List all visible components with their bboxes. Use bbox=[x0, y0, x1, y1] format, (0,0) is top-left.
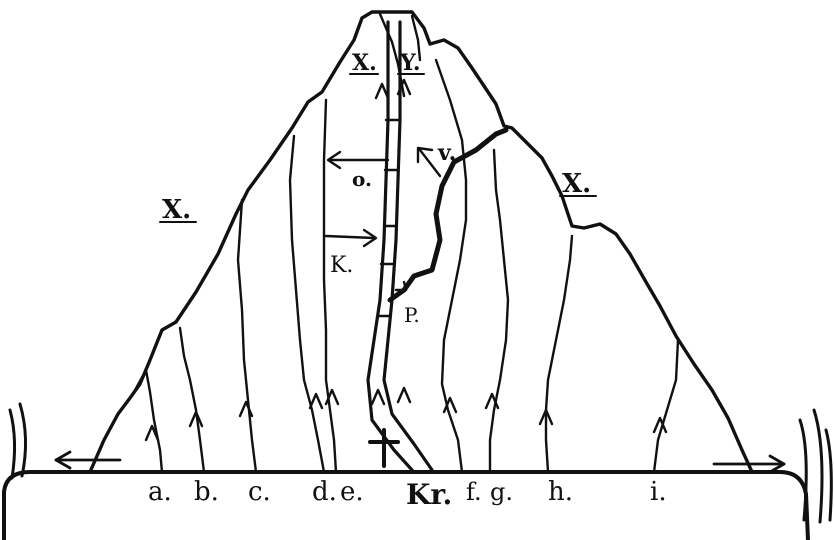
lineage-i bbox=[652, 338, 680, 474]
ground-line bbox=[2, 470, 810, 540]
outer-silhouette bbox=[88, 10, 754, 474]
label-v: v. bbox=[437, 140, 456, 166]
arrow-k-line bbox=[324, 234, 376, 240]
label-kr: Kr. bbox=[406, 478, 452, 511]
inner-ridge-right bbox=[410, 14, 422, 62]
arrow-v-line bbox=[418, 148, 442, 178]
label-d: d. bbox=[312, 477, 337, 507]
branch-pv bbox=[387, 127, 509, 303]
label-a: a. bbox=[148, 477, 172, 507]
label-k: K. bbox=[330, 253, 353, 278]
right-boundary-mark bbox=[798, 408, 833, 524]
label-i: i. bbox=[650, 477, 667, 507]
ground-arrow-right bbox=[712, 454, 786, 474]
label-o: o. bbox=[352, 167, 372, 191]
label-y-top: Y. bbox=[399, 50, 421, 76]
cross-mark bbox=[368, 428, 400, 468]
label-x-right: X. bbox=[562, 169, 591, 199]
lineage-d bbox=[288, 134, 326, 474]
arrowhead-o bbox=[326, 150, 342, 170]
lineage-g bbox=[488, 148, 510, 474]
label-b: b. bbox=[194, 477, 219, 507]
lineage-a bbox=[132, 368, 164, 474]
lineage-h bbox=[544, 234, 574, 474]
lineage-b bbox=[178, 326, 206, 474]
label-x-left: X. bbox=[162, 195, 191, 225]
left-boundary-mark bbox=[8, 402, 28, 480]
label-h: h. bbox=[548, 477, 573, 507]
arrowhead-k bbox=[362, 228, 378, 248]
ground-arrow-left bbox=[54, 450, 122, 470]
lineage-e bbox=[322, 98, 338, 474]
lineage-c bbox=[236, 198, 258, 474]
label-f: f. bbox=[466, 478, 482, 506]
label-e: e. bbox=[340, 477, 364, 507]
label-c: c. bbox=[248, 477, 271, 507]
upward-arrowheads bbox=[144, 78, 668, 442]
label-x-top-left: X. bbox=[352, 50, 377, 76]
arrowhead-v bbox=[416, 146, 434, 164]
label-g: g. bbox=[490, 478, 513, 506]
lineage-f bbox=[434, 58, 468, 474]
arrowhead-p bbox=[394, 280, 408, 292]
label-p: P. bbox=[404, 303, 420, 327]
